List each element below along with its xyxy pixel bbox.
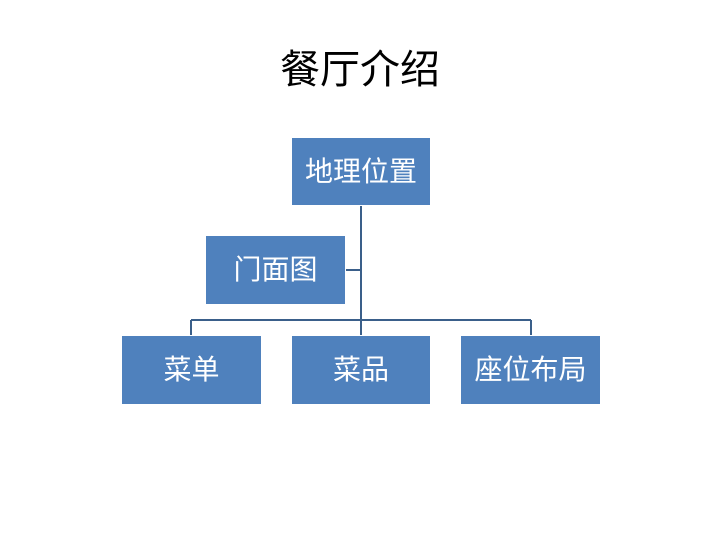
node-location[interactable]: 地理位置	[291, 137, 431, 206]
node-seating-layout[interactable]: 座位布局	[460, 335, 601, 405]
node-storefront[interactable]: 门面图	[205, 235, 346, 305]
node-menu[interactable]: 菜单	[121, 335, 262, 405]
page-title: 餐厅介绍	[280, 47, 440, 93]
node-dishes[interactable]: 菜品	[291, 335, 431, 405]
